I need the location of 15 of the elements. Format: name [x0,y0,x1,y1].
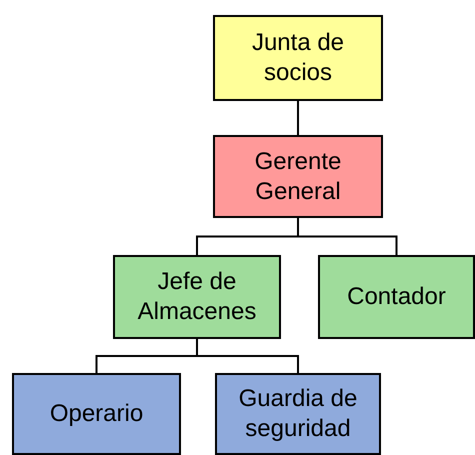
org-box [318,255,475,339]
box-label: Jefe de Almacenes [136,267,258,327]
org-box [113,255,281,339]
connector-line [297,218,398,255]
org-box [12,373,181,455]
connector-line [297,101,299,135]
org-box [213,15,383,101]
box-label: Contador [347,282,446,312]
org-box [215,373,381,455]
box-label: Junta de socios [250,28,346,88]
box-label: Operario [50,399,144,429]
org-box [213,135,383,218]
box-label: Gerente General [254,146,342,206]
box-label: Guardia de seguridad [238,384,358,444]
connector-line [196,339,299,373]
